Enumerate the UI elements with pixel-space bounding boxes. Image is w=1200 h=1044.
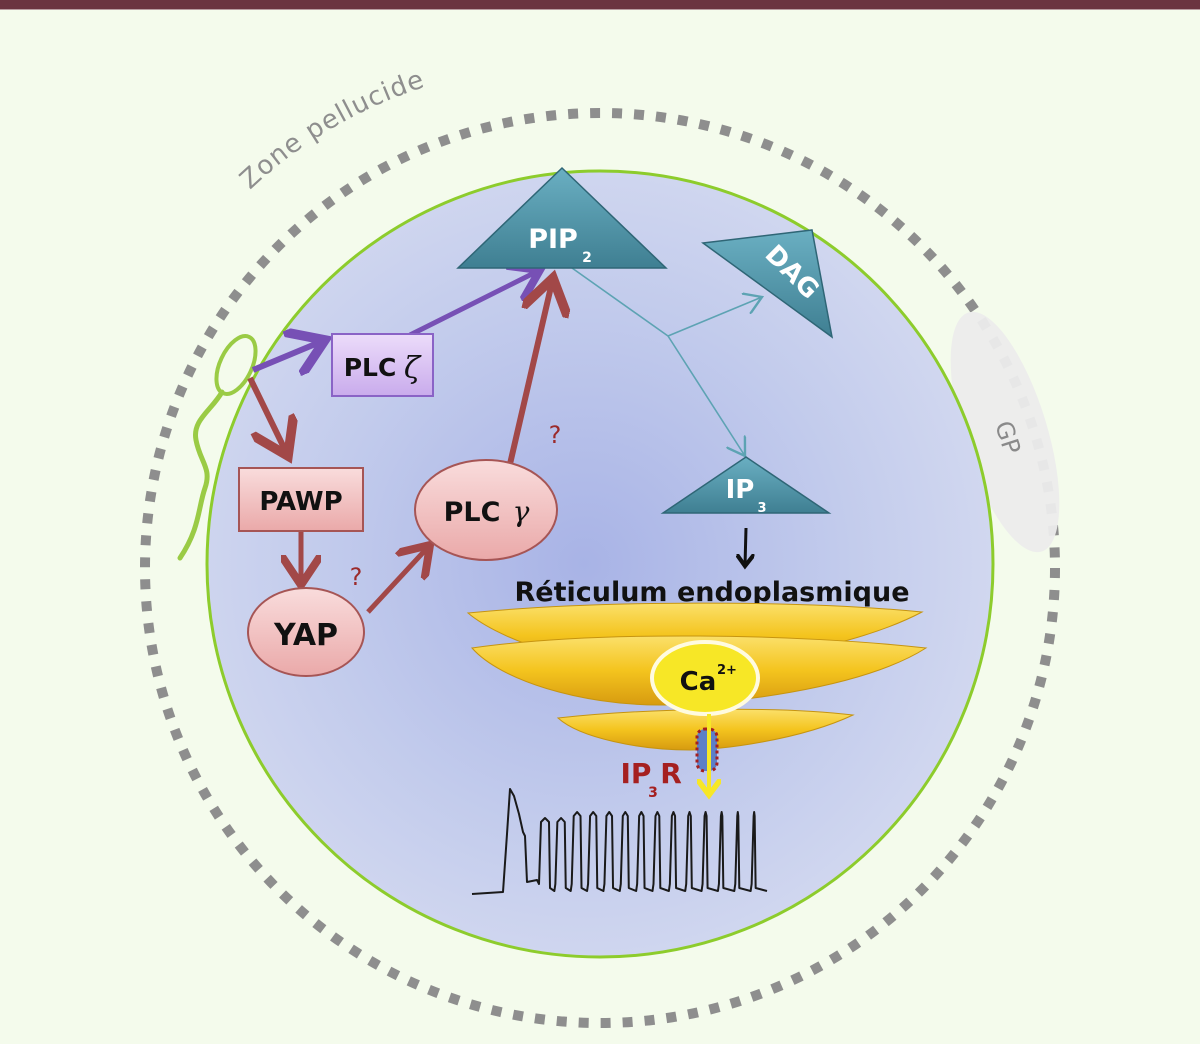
sperm-icon xyxy=(177,334,258,561)
question-mark-yap: ? xyxy=(350,563,363,591)
arrow-to-dag xyxy=(667,297,762,337)
yap-node: YAP xyxy=(247,587,365,677)
arrow-sperm-to-plczeta xyxy=(251,340,325,370)
svg-text:2: 2 xyxy=(582,250,592,266)
svg-text:YAP: YAP xyxy=(273,618,338,653)
svg-text:3: 3 xyxy=(648,785,658,801)
calcium-trace-line xyxy=(471,788,768,895)
svg-text:IP: IP xyxy=(726,475,755,505)
svg-text:ζ: ζ xyxy=(404,351,422,386)
svg-text:PIP: PIP xyxy=(528,224,578,255)
calcium-node: Ca 2+ xyxy=(650,640,760,716)
svg-text:γ: γ xyxy=(513,495,530,528)
arrow-plczeta-to-pip2 xyxy=(408,270,540,338)
question-mark-pip2: ? xyxy=(549,421,562,449)
ip3-node: IP 3 xyxy=(660,456,832,516)
dag-node: DAG xyxy=(701,229,834,339)
svg-text:3: 3 xyxy=(757,501,766,516)
arrow-sperm-to-pawp xyxy=(247,376,288,456)
oocyte-cell xyxy=(205,169,995,959)
calcium-oscillation-trace xyxy=(471,788,768,895)
arrow-yap-to-plcgamma xyxy=(366,545,430,614)
zone-pellucide-label: Zone pellucide xyxy=(234,65,428,196)
svg-text:PAWP: PAWP xyxy=(259,487,342,517)
svg-text:PLC: PLC xyxy=(444,497,501,528)
zona-pellucida-ring xyxy=(140,108,1060,1028)
svg-text:2+: 2+ xyxy=(717,663,737,678)
arrow-plcgamma-to-pip2 xyxy=(507,278,553,465)
svg-text:PLC: PLC xyxy=(344,353,397,382)
pip2-node: PIP 2 xyxy=(456,166,668,269)
plc-gamma-node: PLC γ xyxy=(414,459,558,561)
svg-text:Ca: Ca xyxy=(680,667,717,697)
arrow-ip3-to-er xyxy=(745,527,746,566)
svg-text:IP: IP xyxy=(621,757,652,790)
polar-body xyxy=(950,311,1060,553)
plc-zeta-node: PLC ζ xyxy=(331,333,434,397)
arrow-pip2-split xyxy=(571,267,669,337)
arrow-to-ip3 xyxy=(667,335,745,456)
pawp-node: PAWP xyxy=(238,467,364,532)
header-bar xyxy=(0,0,1200,10)
ip3r-label: IP 3 R xyxy=(621,757,682,801)
svg-text:R: R xyxy=(660,757,682,790)
